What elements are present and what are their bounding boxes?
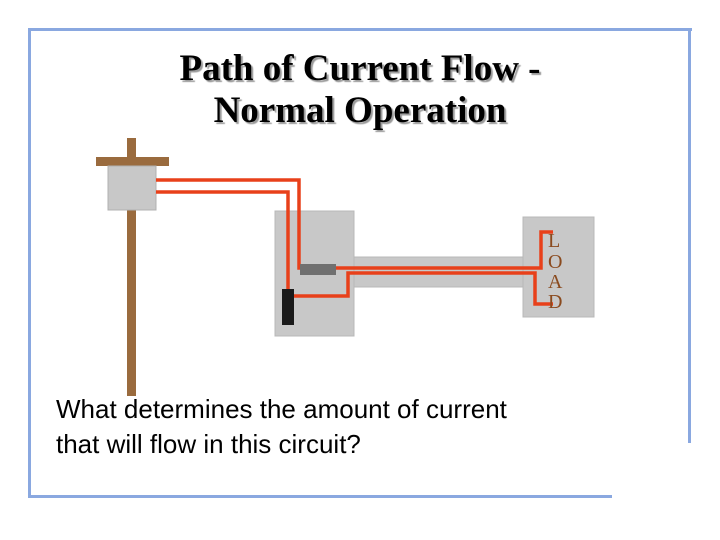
question-line-2: that will flow in this circuit? <box>56 429 361 459</box>
load-letter-l: L <box>548 230 560 252</box>
slide-frame-right <box>688 28 691 443</box>
slide-title: Path of Current Flow - Normal Operation <box>60 48 660 132</box>
transformer-icon <box>107 165 157 211</box>
current-path-wires <box>156 178 553 306</box>
slide-frame-bottom <box>28 495 612 498</box>
load-letter-d: D <box>548 291 562 313</box>
title-line-2: Normal Operation <box>213 90 507 131</box>
slide-frame-left <box>28 28 31 498</box>
slide-frame-top <box>28 28 692 31</box>
load-letter-a: A <box>548 271 563 293</box>
question-line-1: What determines the amount of current <box>56 394 507 424</box>
bus-bar <box>300 264 336 275</box>
title-line-1: Path of Current Flow - <box>179 48 541 89</box>
wire-hot <box>156 178 553 270</box>
load-letter-o: O <box>548 251 562 273</box>
wire-return <box>156 190 553 306</box>
utility-pole-icon <box>96 138 169 396</box>
question-text: What determines the amount of current th… <box>56 392 656 462</box>
breaker-handle <box>282 289 294 325</box>
